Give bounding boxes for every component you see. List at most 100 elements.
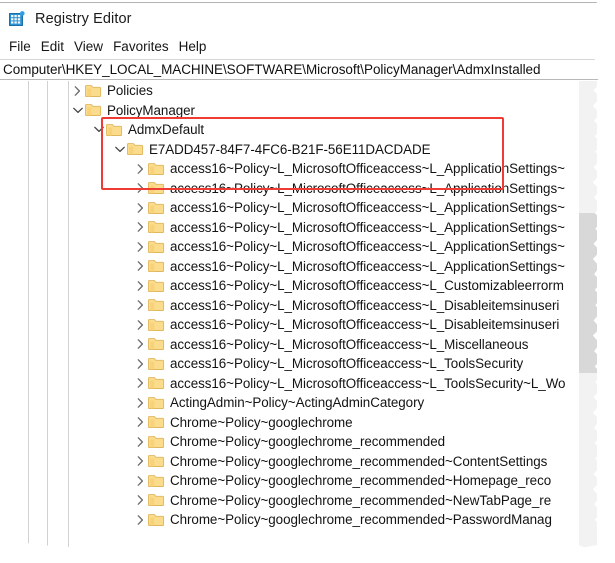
tree-row-label: access16~Policy~L_MicrosoftOfficeaccess~… [170, 258, 565, 274]
tree-row-label: Chrome~Policy~googlechrome_recommended~C… [170, 453, 548, 469]
tree-row-label: Chrome~Policy~googlechrome_recommended [170, 434, 445, 450]
tree-row[interactable]: ActingAdmin~Policy~ActingAdminCategory [0, 393, 604, 413]
menu-item-edit[interactable]: Edit [40, 38, 65, 54]
folder-icon [147, 513, 165, 527]
chevron-right-icon[interactable] [133, 261, 148, 272]
registry-path: Computer\HKEY_LOCAL_MACHINE\SOFTWARE\Mic… [3, 62, 541, 77]
chevron-right-icon[interactable] [133, 495, 148, 506]
folder-icon [147, 220, 165, 234]
chevron-right-icon[interactable] [133, 378, 148, 389]
tree-row[interactable]: access16~Policy~L_MicrosoftOfficeaccess~… [0, 198, 604, 218]
chevron-right-icon[interactable] [133, 222, 148, 233]
tree-row[interactable]: access16~Policy~L_MicrosoftOfficeaccess~… [0, 257, 604, 277]
folder-icon [147, 415, 165, 429]
folder-icon [147, 240, 165, 254]
chevron-down-icon[interactable] [112, 146, 127, 153]
chevron-right-icon[interactable] [70, 85, 85, 96]
window-title: Registry Editor [35, 11, 132, 27]
tree-row[interactable]: Chrome~Policy~googlechrome_recommended~C… [0, 452, 604, 472]
chevron-right-icon[interactable] [133, 319, 148, 330]
folder-icon [147, 279, 165, 293]
chevron-right-icon[interactable] [133, 358, 148, 369]
tree-row-label: AdmxDefault [128, 122, 205, 138]
tree-indent-guide [47, 81, 48, 549]
tree-row[interactable]: access16~Policy~L_MicrosoftOfficeaccess~… [0, 218, 604, 238]
folder-icon [147, 337, 165, 351]
tree-row-label: access16~Policy~L_MicrosoftOfficeaccess~… [170, 297, 560, 313]
tree-row[interactable]: access16~Policy~L_MicrosoftOfficeaccess~… [0, 335, 604, 355]
tree-row[interactable]: access16~Policy~L_MicrosoftOfficeaccess~… [0, 374, 604, 394]
tree-row[interactable]: access16~Policy~L_MicrosoftOfficeaccess~… [0, 354, 604, 374]
title-bar: Registry Editor [0, 3, 604, 35]
tree-row-label: access16~Policy~L_MicrosoftOfficeaccess~… [170, 356, 524, 372]
tree-row-label: access16~Policy~L_MicrosoftOfficeaccess~… [170, 219, 565, 235]
chevron-right-icon[interactable] [133, 280, 148, 291]
address-bar[interactable]: Computer\HKEY_LOCAL_MACHINE\SOFTWARE\Mic… [0, 59, 604, 80]
tree-row[interactable]: Policies [0, 81, 604, 101]
tree-row-label: access16~Policy~L_MicrosoftOfficeaccess~… [170, 375, 566, 391]
tree-row-label: access16~Policy~L_MicrosoftOfficeaccess~… [170, 200, 565, 216]
chevron-down-icon[interactable] [91, 126, 106, 133]
folder-icon [84, 84, 102, 98]
chevron-right-icon[interactable] [133, 456, 148, 467]
tree-row[interactable]: Chrome~Policy~googlechrome_recommended~P… [0, 510, 604, 530]
tree-row-label: PolicyManager [107, 102, 195, 118]
tree-row-label: Policies [107, 83, 153, 99]
folder-icon [147, 201, 165, 215]
menu-item-favorites[interactable]: Favorites [113, 38, 169, 54]
menu-item-view[interactable]: View [74, 38, 104, 54]
chevron-right-icon[interactable] [133, 300, 148, 311]
folder-icon [105, 123, 123, 137]
tree-row-label: access16~Policy~L_MicrosoftOfficeaccess~… [170, 239, 565, 255]
chevron-right-icon[interactable] [133, 202, 148, 213]
folder-icon [147, 298, 165, 312]
tree-indent-guide [28, 81, 29, 549]
chevron-right-icon[interactable] [133, 475, 148, 486]
tree-row[interactable]: access16~Policy~L_MicrosoftOfficeaccess~… [0, 276, 604, 296]
folder-icon [147, 181, 165, 195]
tree-row[interactable]: Chrome~Policy~googlechrome_recommended~N… [0, 491, 604, 511]
chevron-down-icon[interactable] [70, 107, 85, 114]
folder-icon [147, 454, 165, 468]
tree-row-label: access16~Policy~L_MicrosoftOfficeaccess~… [170, 180, 565, 196]
tree-row[interactable]: Chrome~Policy~googlechrome_recommended [0, 432, 604, 452]
menu-item-help[interactable]: Help [178, 38, 207, 54]
tree-row-label: access16~Policy~L_MicrosoftOfficeaccess~… [170, 278, 564, 294]
chevron-right-icon[interactable] [133, 163, 148, 174]
folder-icon [147, 396, 165, 410]
chevron-right-icon[interactable] [133, 436, 148, 447]
tree-row[interactable]: access16~Policy~L_MicrosoftOfficeaccess~… [0, 315, 604, 335]
tree-row-label: E7ADD457-84F7-4FC6-B21F-56E11DACDADE [149, 141, 431, 157]
chevron-right-icon[interactable] [133, 514, 148, 525]
tree-row[interactable]: access16~Policy~L_MicrosoftOfficeaccess~… [0, 296, 604, 316]
tree-row-label: ActingAdmin~Policy~ActingAdminCategory [170, 395, 425, 411]
tree-row[interactable]: E7ADD457-84F7-4FC6-B21F-56E11DACDADE [0, 140, 604, 160]
tree-row[interactable]: access16~Policy~L_MicrosoftOfficeaccess~… [0, 237, 604, 257]
chevron-right-icon[interactable] [133, 241, 148, 252]
folder-icon [147, 493, 165, 507]
chevron-right-icon[interactable] [133, 183, 148, 194]
tree-row[interactable]: Chrome~Policy~googlechrome [0, 413, 604, 433]
tree-scrollbar-thumb[interactable] [579, 213, 597, 373]
chevron-right-icon[interactable] [133, 397, 148, 408]
tree-row-label: Chrome~Policy~googlechrome_recommended~P… [170, 512, 552, 528]
chevron-right-icon[interactable] [133, 339, 148, 350]
folder-icon [126, 142, 144, 156]
folder-icon [147, 474, 165, 488]
folder-icon [147, 318, 165, 332]
tree-row-label: Chrome~Policy~googlechrome_recommended~H… [170, 473, 552, 489]
menu-item-file[interactable]: File [9, 38, 31, 54]
tree-row[interactable]: AdmxDefault [0, 120, 604, 140]
tree-row-label: access16~Policy~L_MicrosoftOfficeaccess~… [170, 161, 565, 177]
tree-row[interactable]: PolicyManager [0, 101, 604, 121]
tree-row[interactable]: access16~Policy~L_MicrosoftOfficeaccess~… [0, 159, 604, 179]
tree-row-label: Chrome~Policy~googlechrome_recommended~N… [170, 492, 552, 508]
tree-indent-guide [68, 81, 69, 549]
tree-row[interactable]: Chrome~Policy~googlechrome_recommended~H… [0, 471, 604, 491]
tree-row[interactable]: access16~Policy~L_MicrosoftOfficeaccess~… [0, 179, 604, 199]
chevron-right-icon[interactable] [133, 417, 148, 428]
registry-editor-icon [9, 10, 26, 28]
folder-icon [147, 435, 165, 449]
